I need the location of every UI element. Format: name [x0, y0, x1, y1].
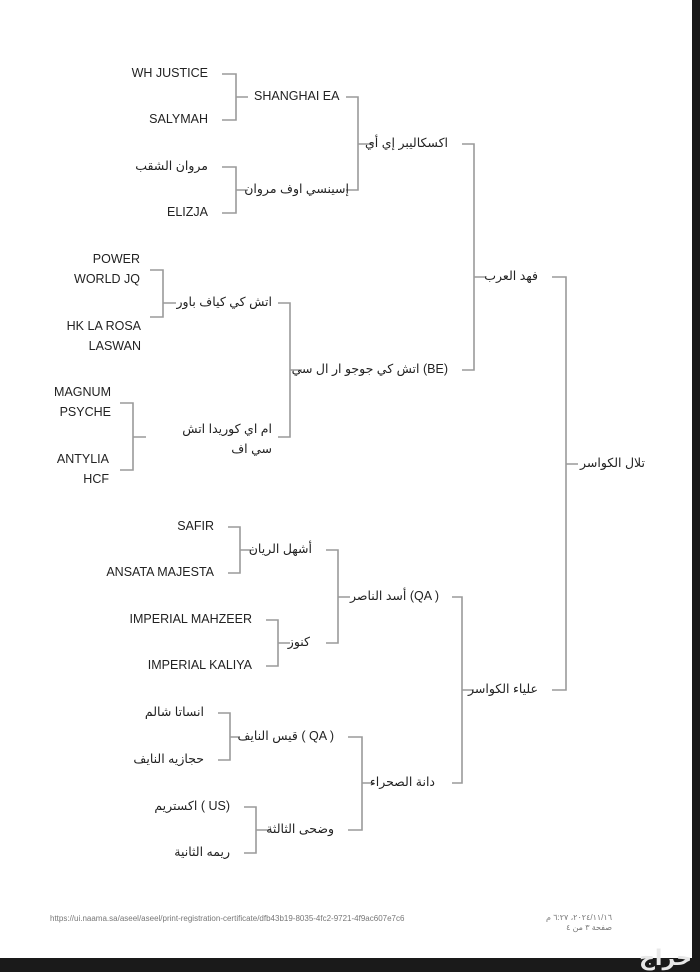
- footer-url: https://ui.naama.sa/aseel/aseel/print-re…: [50, 914, 405, 923]
- gen3-horse: ام اي كوريدا اتش سي اف: [182, 422, 272, 456]
- gen4-horse: حجازيه النايف: [133, 752, 204, 766]
- gen4-horse: ELIZJA: [167, 205, 208, 219]
- gen4-horse: انساتا شالم: [144, 705, 204, 719]
- gen4-horse: MAGNUM: [54, 385, 111, 399]
- gen4-horse: LASWAN: [88, 339, 141, 353]
- gen3-horse: SHANGHAI EA: [254, 89, 340, 103]
- gen4-horse: IMPERIAL KALIYA: [147, 658, 252, 672]
- root-horse: تلال الكواسر: [580, 456, 645, 470]
- gen4-horse: POWER: [92, 252, 140, 266]
- dam: علياء الكواسر: [467, 682, 538, 696]
- gen4-horse: PSYCHE: [59, 405, 111, 419]
- gen4-horse: مروان الشقب: [135, 159, 208, 173]
- gen3-horse: إسينسي اوف مروان: [244, 182, 349, 196]
- gen4-horse: ريمه الثانية: [174, 845, 230, 859]
- gen4-horse: ANTYLIA: [56, 452, 109, 466]
- gen4-horse: ANSATA MAJESTA: [106, 565, 214, 579]
- gen4-horse: SAFIR: [177, 519, 214, 533]
- sire-sire: اكسكاليبر إي أي: [365, 136, 448, 150]
- print-date: ٢٠٢٤/١١/١٦، ٦:٢٧ م: [546, 913, 612, 922]
- pedigree-connectors: [120, 73, 578, 854]
- gen4-horse: HK LA ROSA: [66, 319, 141, 333]
- gen4-horse: SALYMAH: [149, 112, 208, 126]
- dam-dam: دانة الصحراء: [369, 775, 435, 789]
- gen4-horse: WORLD JQ: [74, 272, 140, 286]
- watermark-logo: حراج: [639, 945, 692, 970]
- gen3-horse: وضحى الثالثة: [266, 822, 334, 836]
- gen4-horse: HCF: [83, 472, 109, 486]
- dam-sire: أسد الناصر (QA ): [349, 589, 439, 603]
- gen4-horse: IMPERIAL MAHZEER: [129, 612, 252, 626]
- gen4-horse: WH JUSTICE: [131, 66, 208, 80]
- page-number: صفحة ٣ من ٤: [566, 923, 612, 932]
- footer-date: ٢٠٢٤/١١/١٦، ٦:٢٧ م صفحة ٣ من ٤: [546, 913, 612, 933]
- gen3-horse: اتش كي كياف باور: [176, 295, 272, 309]
- sire: فهد العرب: [484, 269, 538, 283]
- gen4-horse: اكستريم ( US): [154, 799, 230, 813]
- gen3-horse: قيس النايف ( QA ): [237, 729, 334, 743]
- pedigree-page: تلال الكواسر فهد العرب علياء الكواسر اكس…: [0, 0, 692, 958]
- sire-dam: اتش كي جوجو ار ال سي (BE): [291, 362, 448, 376]
- gen3-horse: أشهل الريان: [248, 542, 312, 556]
- gen3-horse: كنوز: [287, 635, 310, 649]
